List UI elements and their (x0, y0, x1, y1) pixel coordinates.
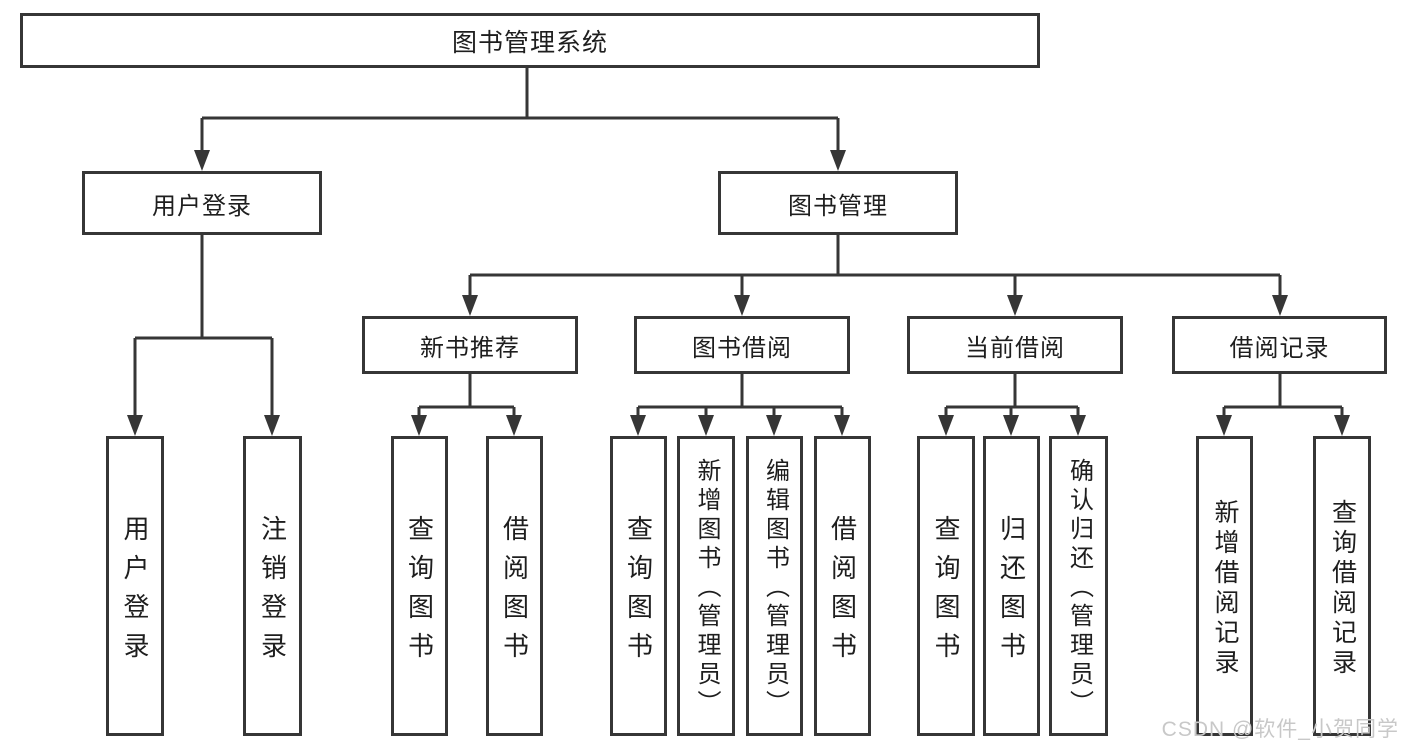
leaf-confirm-return-admin: 确认归还（管理员） (1049, 436, 1108, 736)
leaf-logout: 注销登录 (243, 436, 302, 736)
node-label: 查询图书 (623, 514, 654, 671)
node-label: 归还图书 (996, 514, 1027, 671)
node-borrow-records: 借阅记录 (1172, 316, 1387, 374)
node-label: 新书推荐 (420, 334, 520, 362)
node-label: 注销登录 (257, 514, 288, 671)
node-label: 查询借阅记录 (1328, 498, 1357, 679)
leaf-query-books-current: 查询图书 (917, 436, 975, 736)
leaf-edit-book-admin: 编辑图书（管理员） (746, 436, 803, 736)
node-label: 查询图书 (931, 514, 961, 671)
node-label: 借阅图书 (499, 514, 530, 671)
leaf-add-book-admin: 新增图书（管理员） (677, 436, 735, 736)
leaf-borrow-books: 借阅图书 (814, 436, 871, 736)
node-label: 借阅记录 (1229, 334, 1330, 362)
node-new-book-recommend: 新书推荐 (362, 316, 578, 374)
node-label: 确认归还（管理员） (1065, 458, 1093, 719)
node-library-system: 图书管理系统 (20, 13, 1040, 68)
leaf-return-book: 归还图书 (983, 436, 1040, 736)
leaf-borrow-books-recommend: 借阅图书 (486, 436, 543, 736)
leaf-query-books-recommend: 查询图书 (391, 436, 448, 736)
node-current-borrow: 当前借阅 (907, 316, 1123, 374)
leaf-add-borrow-record: 新增借阅记录 (1196, 436, 1253, 736)
node-label: 用户登录 (152, 192, 252, 220)
node-label: 借阅图书 (827, 514, 858, 671)
node-label: 图书借阅 (692, 334, 792, 362)
node-label: 图书管理系统 (451, 28, 608, 57)
node-label: 用户登录 (120, 514, 150, 671)
leaf-user-login: 用户登录 (106, 436, 164, 736)
node-label: 图书管理 (788, 192, 888, 220)
leaf-query-borrow-record: 查询借阅记录 (1313, 436, 1371, 736)
node-label: 新增借阅记录 (1211, 498, 1239, 679)
node-label: 编辑图书（管理员） (761, 458, 789, 719)
node-user-login-branch: 用户登录 (82, 171, 322, 235)
node-label: 新增图书（管理员） (693, 458, 720, 719)
watermark-text: CSDN @软件_小贺同学 (1161, 718, 1399, 741)
node-label: 当前借阅 (965, 334, 1065, 362)
node-label: 查询图书 (404, 514, 435, 671)
node-book-management-branch: 图书管理 (718, 171, 958, 235)
leaf-query-books-borrow: 查询图书 (610, 436, 667, 736)
node-book-borrow: 图书借阅 (634, 316, 850, 374)
